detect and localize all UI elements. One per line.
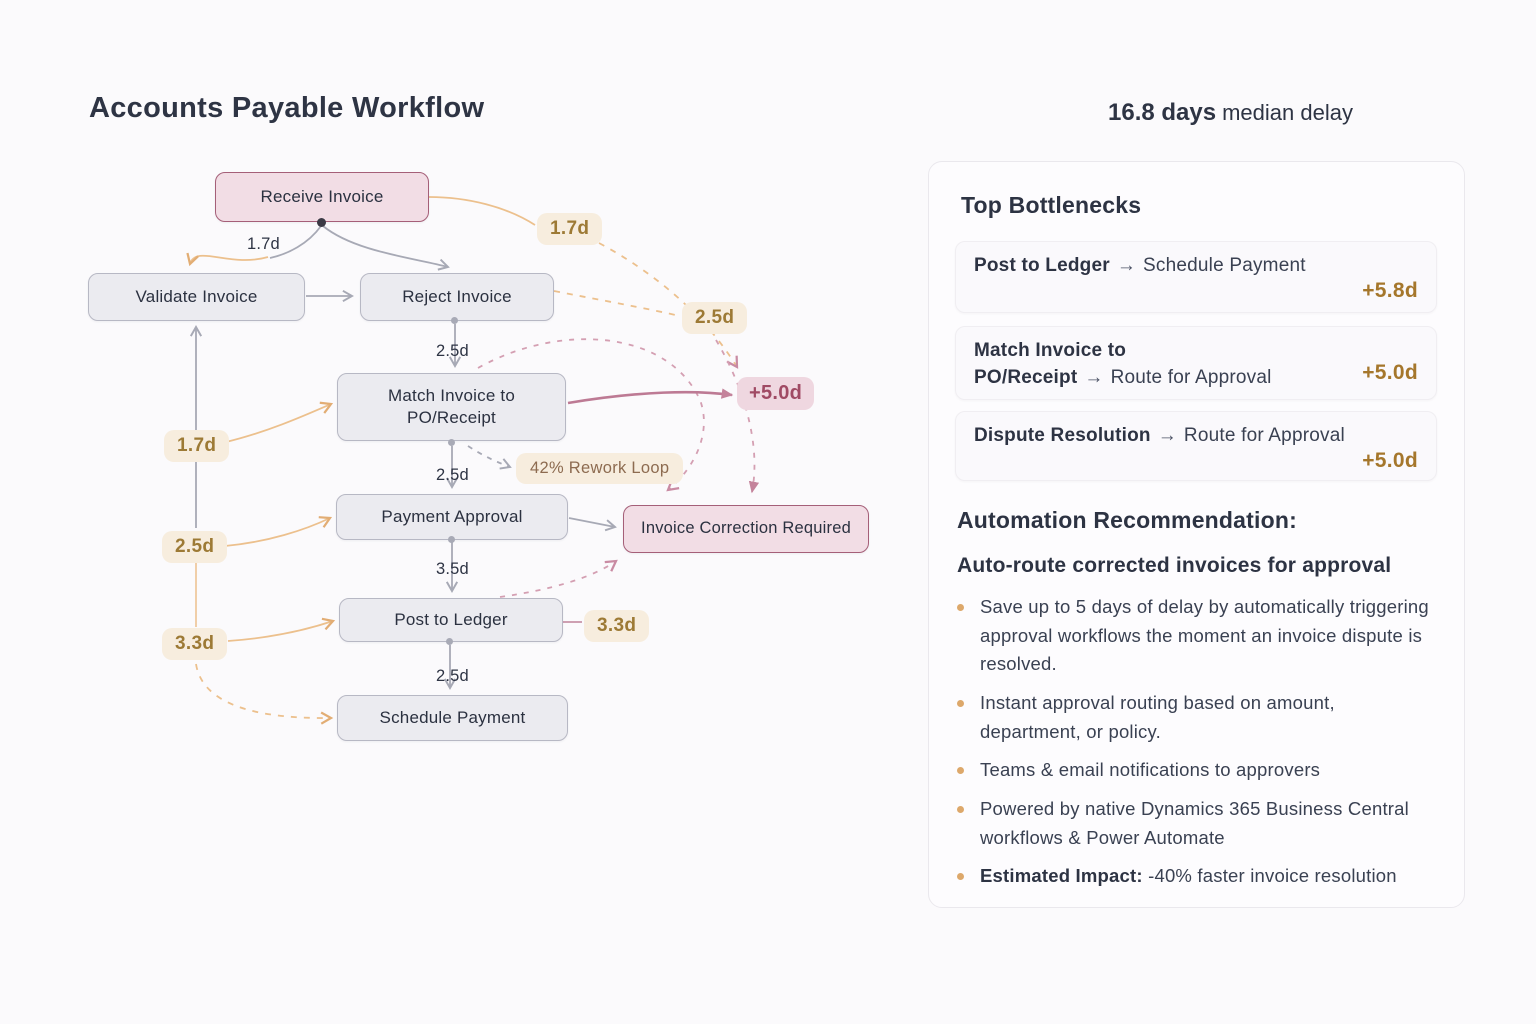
badge-reject-loop: 2.5d: [682, 302, 748, 334]
insights-panel: Top Bottlenecks Post to Ledger → Schedule …: [928, 161, 1465, 908]
bottleneck-path: Dispute Resolution → Route for Approval: [974, 423, 1418, 450]
bottleneck-delay: +5.8d: [1362, 279, 1418, 302]
bottleneck-card-3[interactable]: Dispute Resolution → Route for Approval +5…: [955, 411, 1437, 481]
node-label: Reject Invoice: [402, 286, 512, 306]
orange-edges: [186, 196, 739, 725]
bullet-item: Teams & email notifications to approvers: [957, 756, 1435, 785]
badge-receive-loop: 1.7d: [537, 213, 603, 245]
bottleneck-to: Schedule Payment: [1143, 255, 1306, 276]
node-label: Post to Ledger: [394, 609, 508, 629]
bottleneck-delay: +5.0d: [1362, 449, 1418, 472]
connector-dot: [448, 536, 455, 543]
automation-subtitle: Auto-route corrected invoices for approv…: [957, 554, 1392, 577]
bottleneck-delay: +5.0d: [1362, 361, 1418, 384]
node-match-invoice-po-receipt[interactable]: Match Invoice to PO/Receipt: [337, 373, 566, 441]
bullet-item-impact: Estimated Impact: -40% faster invoice re…: [957, 862, 1435, 891]
bullet-item: Save up to 5 days of delay by automatica…: [957, 593, 1435, 679]
node-invoice-correction-required[interactable]: Invoice Correction Required: [623, 505, 869, 553]
connector-dot: [448, 439, 455, 446]
node-receive-invoice[interactable]: Receive Invoice: [215, 172, 429, 222]
automation-title: Automation Recommendation:: [957, 507, 1297, 533]
badge-loop-to-match: 1.7d: [164, 430, 230, 462]
edge-label-receive-split: 1.7d: [247, 235, 280, 253]
median-delay-label: median delay: [1222, 100, 1353, 125]
node-label: Validate Invoice: [135, 286, 258, 306]
node-label: Payment Approval: [381, 506, 523, 526]
badge-delay-highlight: +5.0d: [737, 377, 815, 410]
bullet-text: Save up to 5 days of delay by automatica…: [980, 596, 1429, 675]
node-reject-invoice[interactable]: Reject Invoice: [360, 273, 554, 321]
node-schedule-payment[interactable]: Schedule Payment: [337, 695, 568, 741]
impact-text: -40% faster invoice resolution: [1142, 865, 1397, 887]
connector-dot: [446, 638, 453, 645]
badge-loop-to-payment: 2.5d: [162, 531, 228, 563]
node-label: Receive Invoice: [260, 186, 384, 206]
bottleneck-path: Post to Ledger → Schedule Payment: [974, 253, 1418, 280]
edge-label-match-payment: 2.5d: [436, 466, 469, 484]
arrow-glyph: →: [1084, 366, 1104, 388]
edge-label-payment-post: 3.5d: [436, 560, 469, 578]
bottleneck-to: Route for Approval: [1183, 425, 1345, 446]
page-title: Accounts Payable Workflow: [89, 92, 485, 124]
node-label: Schedule Payment: [379, 707, 526, 727]
automation-bullets: Save up to 5 days of delay by automatica…: [957, 593, 1435, 901]
bottleneck-path: Match Invoice to PO/Receipt→ Route for Ap…: [974, 338, 1308, 392]
bullet-item: Instant approval routing based on amount…: [957, 689, 1435, 746]
bullet-text: Teams & email notifications to approvers: [980, 759, 1321, 781]
node-label: Invoice Correction Required: [641, 519, 851, 538]
edge-label-post-schedule: 2.5d: [436, 667, 469, 685]
impact-label: Estimated Impact:: [980, 865, 1143, 887]
arrow-glyph: →: [1116, 255, 1137, 276]
bottleneck-from: Dispute Resolution: [974, 425, 1151, 446]
bottleneck-to: Route for Approval: [1110, 366, 1272, 388]
pink-edges: [477, 338, 760, 623]
bottleneck-card-1[interactable]: Post to Ledger → Schedule Payment +5.8d: [955, 241, 1437, 313]
badge-loop-to-post: 3.3d: [162, 628, 228, 660]
median-delay-value: 16.8 days: [1108, 99, 1217, 126]
edge-label-reject-match: 2.5d: [436, 342, 469, 360]
node-payment-approval[interactable]: Payment Approval: [336, 494, 568, 540]
bottleneck-card-2[interactable]: Match Invoice to PO/Receipt→ Route for Ap…: [955, 326, 1437, 400]
connector-dot: [317, 218, 326, 227]
bullet-text: Powered by native Dynamics 365 Business …: [980, 798, 1409, 848]
arrow-glyph: →: [1157, 425, 1177, 446]
node-post-to-ledger[interactable]: Post to Ledger: [339, 598, 563, 642]
badge-rework-loop: 42% Rework Loop: [516, 453, 684, 484]
bullet-text: Instant approval routing based on amount…: [980, 692, 1335, 742]
bottleneck-from: Post to Ledger: [974, 255, 1110, 276]
bottleneck-from: Match Invoice to PO/Receipt: [974, 340, 1127, 388]
gray-edges: [189, 225, 617, 690]
node-label: Match Invoice to PO/Receipt: [388, 385, 515, 427]
badge-post-right: 3.3d: [584, 610, 650, 642]
connector-dot: [451, 317, 458, 324]
bullet-item: Powered by native Dynamics 365 Business …: [957, 795, 1435, 852]
bottlenecks-title: Top Bottlenecks: [961, 192, 1142, 218]
node-validate-invoice[interactable]: Validate Invoice: [88, 273, 305, 321]
